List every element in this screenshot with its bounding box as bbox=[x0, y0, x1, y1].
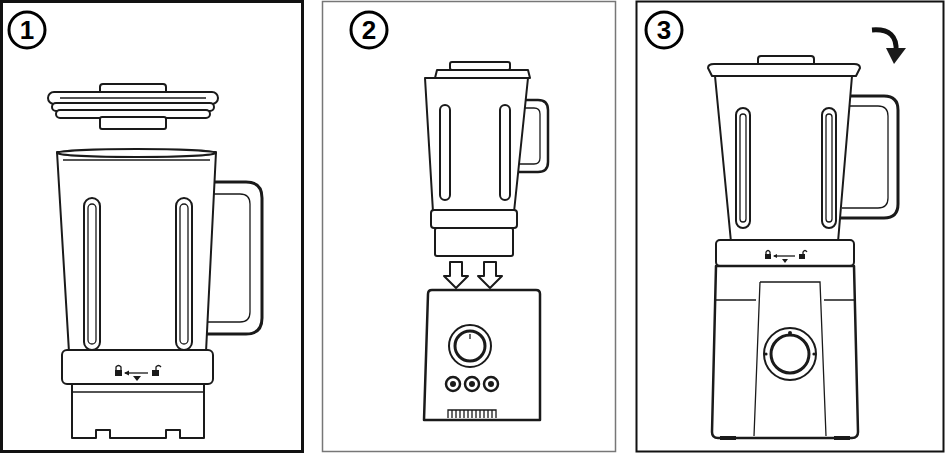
motor-base-part bbox=[764, 328, 816, 380]
blender-jar-part bbox=[72, 391, 204, 392]
lock-symbol-part bbox=[124, 371, 129, 376]
blender-jar-part bbox=[180, 204, 188, 344]
motor-base-part bbox=[764, 352, 767, 355]
rotate-arrow-part bbox=[886, 48, 906, 64]
down-arrow bbox=[444, 262, 502, 288]
blender-jar-part bbox=[736, 108, 750, 228]
motor-base-part bbox=[455, 331, 485, 361]
down-arrow-part bbox=[478, 262, 502, 288]
blender-jar bbox=[708, 56, 898, 266]
blender-jar-part bbox=[715, 76, 852, 242]
motor-base-part bbox=[754, 282, 826, 436]
blender-jar-part bbox=[740, 114, 746, 222]
callout-number: 1 bbox=[9, 12, 45, 48]
lid-part bbox=[100, 117, 166, 129]
lock-symbol-part bbox=[152, 370, 159, 376]
lock-symbol-part bbox=[766, 251, 770, 255]
panel-frame-part bbox=[323, 2, 616, 452]
lock-symbol-part bbox=[774, 255, 795, 256]
blender-jar-part bbox=[435, 228, 513, 256]
blender-jar-part bbox=[176, 198, 192, 350]
callout-circle-part bbox=[9, 12, 45, 48]
blender-jar bbox=[57, 149, 262, 438]
motor-base bbox=[712, 266, 858, 440]
lock-symbol-part bbox=[156, 366, 161, 371]
motor-base-part bbox=[484, 377, 498, 391]
lock-symbol-part bbox=[803, 251, 807, 255]
blender-jar-part bbox=[500, 105, 510, 200]
motor-base-part bbox=[712, 266, 858, 438]
blender-jar-part bbox=[57, 149, 216, 157]
blender-jar-part bbox=[425, 78, 528, 212]
motor-base-part bbox=[450, 381, 456, 387]
motor-base-part bbox=[452, 410, 492, 418]
lid-part bbox=[60, 97, 206, 98]
blender-jar-part bbox=[708, 64, 860, 76]
motor-base-part bbox=[812, 352, 815, 355]
motor-base-part bbox=[488, 381, 494, 387]
motor-base-part bbox=[469, 334, 470, 339]
blender-jar-part bbox=[822, 108, 836, 228]
lock-symbol bbox=[115, 366, 161, 382]
blender-jar-part bbox=[62, 350, 213, 384]
panel-frame-part bbox=[637, 2, 944, 452]
blender-jar-part bbox=[431, 210, 517, 228]
motor-base-part bbox=[465, 377, 479, 391]
callout-number: 2 bbox=[351, 12, 387, 48]
motor-base-part bbox=[834, 436, 850, 440]
blender-jar-part bbox=[826, 114, 832, 222]
motor-base-part bbox=[716, 299, 856, 300]
callout-circle-part bbox=[351, 12, 387, 48]
motor-base-part bbox=[720, 436, 736, 440]
blender-jar-part bbox=[84, 198, 100, 350]
panel-frame-part bbox=[2, 2, 303, 452]
lock-symbol-part bbox=[765, 254, 771, 259]
lock-symbol-part bbox=[116, 366, 121, 371]
motor-base-part bbox=[449, 325, 491, 367]
blender-jar-part bbox=[716, 240, 854, 266]
motor-base-part bbox=[771, 335, 809, 373]
lock-symbol-part bbox=[773, 254, 777, 258]
blender-jar-part bbox=[435, 70, 530, 78]
blender-jar bbox=[425, 62, 548, 256]
lock-symbol-part bbox=[133, 376, 141, 381]
callout-number: 3 bbox=[646, 12, 682, 48]
motor-base-part bbox=[788, 331, 792, 335]
blender-jar-part bbox=[57, 152, 216, 352]
motor-base-part bbox=[446, 377, 460, 391]
motor-base-part bbox=[448, 410, 496, 418]
blender-jar-part bbox=[440, 105, 450, 200]
lid bbox=[48, 84, 218, 129]
lock-symbol-part bbox=[115, 370, 122, 376]
motor-base-part bbox=[424, 290, 540, 420]
motor-base bbox=[424, 290, 540, 420]
motor-base-part bbox=[469, 381, 475, 387]
rotate-arrow bbox=[872, 30, 906, 64]
down-arrow-part bbox=[444, 262, 468, 288]
blender-jar-part bbox=[450, 62, 510, 70]
blender-jar-part bbox=[88, 204, 96, 344]
blender-jar-part bbox=[63, 159, 210, 160]
lock-symbol-part bbox=[799, 254, 805, 259]
callout-circle bbox=[9, 12, 682, 48]
callout-circle-part bbox=[646, 12, 682, 48]
lock-symbol-part bbox=[782, 259, 788, 263]
blender-jar-part bbox=[72, 384, 204, 438]
